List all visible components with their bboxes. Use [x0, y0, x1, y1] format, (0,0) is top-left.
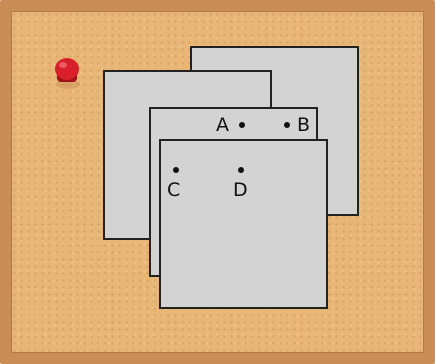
point-c	[173, 167, 179, 173]
label-d: D	[233, 181, 248, 200]
point-b	[284, 122, 290, 128]
label-b: B	[297, 116, 310, 135]
pushpin-icon	[50, 54, 84, 90]
label-c: C	[167, 181, 180, 200]
paper-front	[159, 139, 328, 309]
point-a	[239, 122, 245, 128]
label-a: A	[216, 116, 229, 135]
point-d	[238, 167, 244, 173]
